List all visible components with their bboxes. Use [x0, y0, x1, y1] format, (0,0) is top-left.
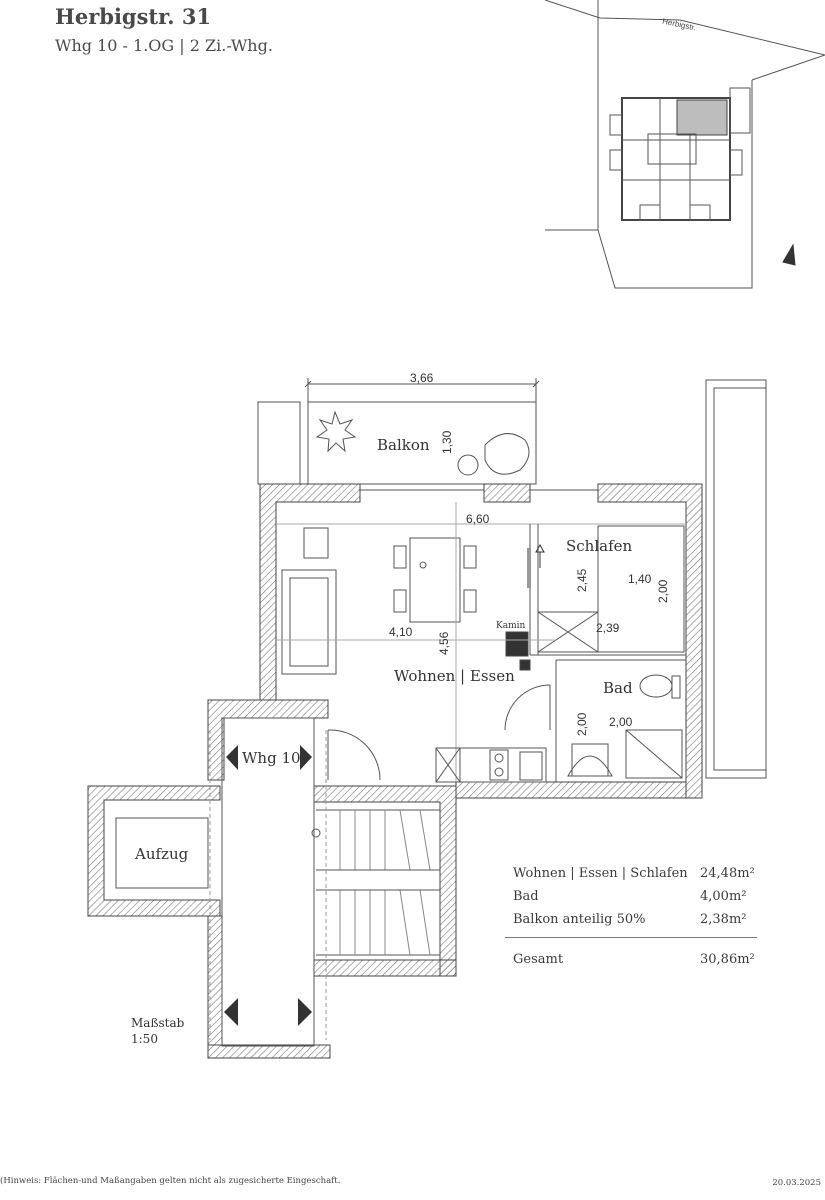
- arrow-right-icon: [298, 998, 312, 1026]
- area-total-row: Gesamt 30,86m²: [513, 948, 758, 971]
- dim-bed-length: 2,00: [656, 579, 670, 603]
- arrow-right-icon: [300, 745, 312, 770]
- area-value: 4,00m²: [700, 889, 747, 904]
- dim-bad-width: 2,00: [609, 715, 633, 729]
- dim-schlafen-depth: 2,45: [575, 568, 589, 592]
- kamin-label: Kamin: [496, 621, 526, 631]
- elevator-label: Aufzug: [135, 845, 189, 863]
- dim-wohnen-depth-b: 4,56: [437, 631, 451, 655]
- site-plan: [544, 0, 825, 289]
- arrow-left-icon: [224, 998, 238, 1026]
- room-label-balkon: Balkon: [377, 436, 430, 454]
- dim-bed-width: 1,40: [628, 572, 652, 586]
- area-value: 2,38m²: [700, 912, 747, 927]
- area-row: Bad 4,00m²: [513, 885, 758, 908]
- entrance-arrows: [224, 745, 312, 1026]
- interior: [115, 489, 686, 1047]
- page-subtitle: Whg 10 - 1.OG | 2 Zi.-Whg.: [55, 36, 273, 55]
- room-label-wohnen: Wohnen | Essen: [394, 667, 515, 685]
- area-row: Wohnen | Essen | Schlafen 24,48m²: [513, 862, 758, 885]
- arrow-left-icon: [226, 745, 238, 770]
- area-value: 24,48m²: [700, 866, 755, 881]
- arrow-up-icon: [535, 543, 545, 553]
- area-row: Balkon anteilig 50% 2,38m²: [513, 908, 758, 931]
- total-value: 30,86m²: [700, 952, 755, 967]
- apartment-label: Whg 10: [242, 749, 301, 767]
- room-label-schlafen: Schlafen: [566, 537, 633, 555]
- document-date: 20.03.2025: [772, 1178, 821, 1188]
- dim-balkon-width: 3,66: [410, 371, 434, 385]
- dim-schlafen-width: 2,39: [596, 621, 620, 635]
- disclaimer-note: (Hinweis: Flächen-und Maßangaben gelten …: [0, 1176, 341, 1186]
- dim-wohnen-width: 6,60: [466, 512, 490, 526]
- area-label: Balkon anteilig 50%: [513, 912, 646, 927]
- dim-balkon-depth: 1,30: [440, 430, 454, 454]
- area-divider: [505, 937, 757, 938]
- total-label: Gesamt: [513, 952, 564, 967]
- dim-wohnen-depth-a: 4,10: [389, 625, 413, 639]
- room-label-bad: Bad: [603, 679, 633, 697]
- balcony: [257, 378, 540, 485]
- area-label: Bad: [513, 889, 539, 904]
- area-table: Wohnen | Essen | Schlafen 24,48m² Bad 4,…: [505, 862, 758, 971]
- scale-info: Maßstab 1:50: [131, 1015, 184, 1047]
- scale-label: Maßstab: [131, 1016, 185, 1030]
- dim-bad-depth: 2,00: [575, 712, 589, 736]
- page-title: Herbigstr. 31: [55, 4, 212, 29]
- area-label: Wohnen | Essen | Schlafen: [513, 866, 688, 881]
- walls: [87, 379, 767, 1059]
- scale-value: 1:50: [131, 1032, 158, 1046]
